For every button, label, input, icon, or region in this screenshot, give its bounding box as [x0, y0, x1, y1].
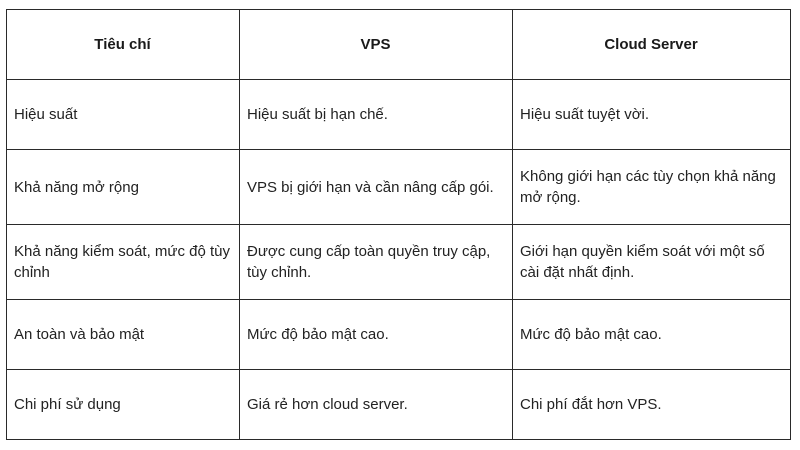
criterion-cell: Chi phí sử dụng	[6, 369, 240, 440]
table-row: Hiệu suất Hiệu suất bị hạn chế. Hiệu suấ…	[6, 79, 791, 150]
header-cloud-server: Cloud Server	[512, 9, 791, 80]
vps-cell: Mức độ bảo mật cao.	[239, 299, 513, 370]
criterion-cell: Khả năng kiểm soát, mức độ tùy chỉnh	[6, 224, 240, 300]
criterion-cell: Hiệu suất	[6, 79, 240, 150]
table-row: Chi phí sử dụng Giá rẻ hơn cloud server.…	[6, 369, 791, 440]
criterion-cell: Khả năng mở rộng	[6, 149, 240, 225]
table-row: Khả năng kiểm soát, mức độ tùy chỉnh Đượ…	[6, 224, 791, 300]
cloud-cell: Hiệu suất tuyệt vời.	[512, 79, 791, 150]
vps-cell: Hiệu suất bị hạn chế.	[239, 79, 513, 150]
cloud-cell: Giới hạn quyền kiểm soát với một số cài …	[512, 224, 791, 300]
cloud-cell: Chi phí đắt hơn VPS.	[512, 369, 791, 440]
header-criterion: Tiêu chí	[6, 9, 240, 80]
criterion-cell: An toàn và bảo mật	[6, 299, 240, 370]
header-row: Tiêu chí VPS Cloud Server	[6, 9, 791, 80]
comparison-table: Tiêu chí VPS Cloud Server Hiệu suất Hiệu…	[6, 9, 791, 440]
cloud-cell: Mức độ bảo mật cao.	[512, 299, 791, 370]
vps-cell: VPS bị giới hạn và cần nâng cấp gói.	[239, 149, 513, 225]
vps-cell: Được cung cấp toàn quyền truy cập, tùy c…	[239, 224, 513, 300]
header-vps: VPS	[239, 9, 513, 80]
table-row: An toàn và bảo mật Mức độ bảo mật cao. M…	[6, 299, 791, 370]
table-row: Khả năng mở rộng VPS bị giới hạn và cần …	[6, 149, 791, 225]
cloud-cell: Không giới hạn các tùy chọn khả năng mở …	[512, 149, 791, 225]
vps-cell: Giá rẻ hơn cloud server.	[239, 369, 513, 440]
